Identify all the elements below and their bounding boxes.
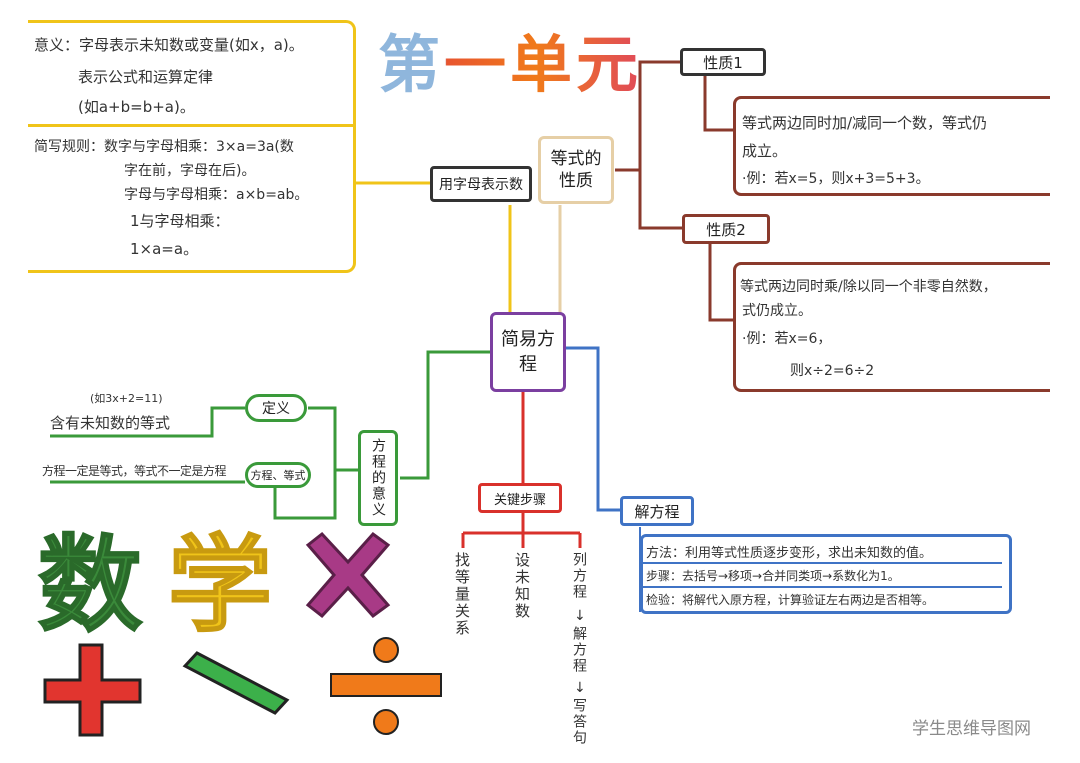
solve-divider-1 — [642, 562, 1002, 564]
property-1-line-1: 等式两边同时加/减同一个数，等式仍 — [742, 114, 988, 132]
node-definition[interactable]: 定义 — [245, 394, 307, 422]
solve-equation-label: 解方程 — [634, 502, 680, 521]
step-set-unknown: 设未知数 — [513, 552, 531, 620]
center-label: 简易方程 — [501, 328, 555, 375]
solve-divider-2 — [642, 586, 1002, 588]
property-2-line-1: 等式两边同时乘/除以同一个非零自然数， — [740, 279, 997, 295]
definition-note: (如3x+2=11) — [90, 392, 163, 405]
page-title: 第一单元 — [378, 14, 638, 101]
title-text: 第一单元 — [378, 28, 643, 101]
relation-text: 方程一定是等式，等式不一定是方程 — [42, 464, 227, 478]
equation-meaning-label: 方程的意义 — [370, 438, 386, 518]
node-properties-label: 等式的性质 — [550, 148, 602, 191]
node-key-steps[interactable]: 关键步骤 — [478, 483, 562, 513]
solve-steps: 步骤：去括号→移项→合并同类项→系数化为1。 — [646, 569, 900, 583]
meaning-line-2: 表示公式和运算定律 — [78, 68, 214, 86]
key-steps-label: 关键步骤 — [493, 492, 546, 508]
property-1-line-2: 成立。 — [742, 142, 788, 160]
node-equation-relation[interactable]: 方程、等式 — [245, 462, 311, 488]
property-1-box — [733, 96, 1050, 196]
node-letters-label: 用字母表示数 — [439, 177, 523, 193]
watermark: 学生思维导图网 — [912, 719, 1031, 739]
minus-icon — [182, 651, 290, 715]
meaning-line-3: (如a+b=b+a)。 — [78, 98, 195, 116]
property-2-box — [733, 262, 1050, 392]
rules-line-4: 1与字母相乘： — [130, 212, 230, 230]
property-2-line-2: 式仍成立。 — [742, 303, 812, 319]
step-solve-equation: 解方程 — [571, 626, 587, 674]
step-find-relation: 找等量关系 — [453, 552, 471, 637]
property-2-label: 性质2 — [706, 220, 746, 239]
definition-label: 定义 — [262, 401, 290, 417]
step-arrow-2: ↓ — [574, 680, 586, 696]
step-write-equation: 列方程 — [571, 552, 587, 600]
property-1-line-3: ·例：若x=5，则x+3=5+3。 — [742, 171, 930, 187]
solve-check: 检验：将解代入原方程，计算验证左右两边是否相等。 — [646, 593, 935, 607]
node-solve-equation[interactable]: 解方程 — [620, 496, 694, 526]
node-equation-properties[interactable]: 等式的性质 — [538, 136, 614, 204]
step-write-answer: 写答句 — [571, 698, 587, 746]
relation-label: 方程、等式 — [250, 469, 306, 482]
divide-icon — [330, 637, 442, 735]
rules-line-5: 1×a=a。 — [130, 240, 199, 258]
node-center-simple-equations[interactable]: 简易方程 — [490, 312, 566, 392]
property-2-line-3: ·例：若x=6， — [742, 331, 832, 347]
rules-line-2: 字在前，字母在后)。 — [124, 163, 256, 179]
letters-divider — [28, 124, 354, 127]
decor-xue: 学 — [167, 523, 273, 647]
node-equation-meaning[interactable]: 方程的意义 — [358, 430, 398, 526]
definition-text: 含有未知数的等式 — [50, 414, 171, 432]
property-1-label: 性质1 — [703, 53, 743, 72]
plus-icon — [43, 643, 142, 737]
rules-line-1: 简写规则：数字与字母相乘：3×a=3a(数 — [34, 139, 294, 155]
property-2-line-4: 则x÷2=6÷2 — [790, 363, 875, 379]
rules-line-3: 字母与字母相乘：a×b=ab。 — [124, 187, 309, 203]
node-letters-for-numbers[interactable]: 用字母表示数 — [430, 166, 532, 202]
solve-equation-box — [640, 534, 1012, 614]
node-property-1[interactable]: 性质1 — [680, 48, 766, 76]
node-property-2[interactable]: 性质2 — [682, 214, 770, 244]
step-arrow-1: ↓ — [574, 608, 586, 624]
letters-info-box — [28, 20, 356, 273]
times-icon — [305, 531, 391, 619]
solve-method: 方法：利用等式性质逐步变形，求出未知数的值。 — [646, 546, 933, 561]
meaning-line-1: 意义：字母表示未知数或变量(如x，a)。 — [34, 36, 304, 54]
decor-shu: 数 — [37, 523, 143, 647]
